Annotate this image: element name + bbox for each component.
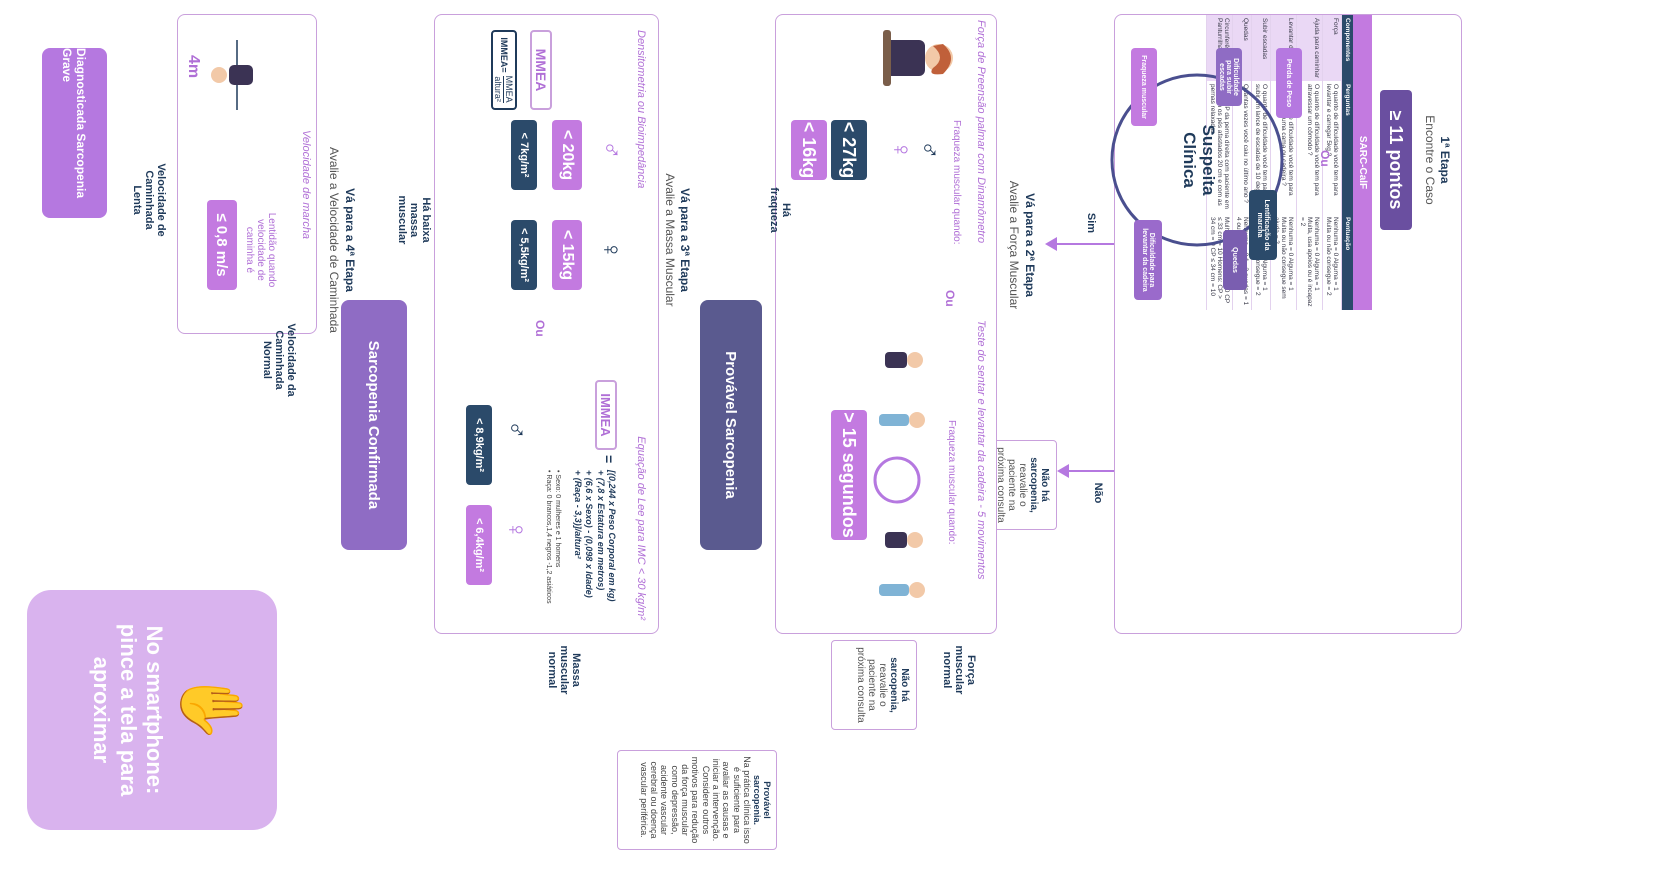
mmea-label: MMEA bbox=[530, 30, 552, 110]
no-sarcopenia-card-2: Não há sarcopenia, reavalie o paciente n… bbox=[831, 640, 917, 730]
connector-arrow bbox=[1057, 464, 1069, 478]
chair-weakness-label: Fraqueza muscular quando: bbox=[946, 420, 957, 545]
lee-male: < 8,9kg/m² bbox=[466, 405, 492, 485]
lee-line: [(0,244 x Peso Corporal em kg) bbox=[607, 470, 617, 602]
suspicion-node-weakness: Fraqueza muscular bbox=[1131, 48, 1157, 126]
grip-title: Força de Preensão palmar com Dinamômetro bbox=[975, 20, 987, 244]
mmea-female: < 15kg bbox=[552, 220, 582, 290]
probable-sarcopenia-box: Provável Sarcopenia bbox=[700, 300, 762, 550]
normal-mass-label: Massa muscular normal bbox=[545, 645, 582, 695]
male-symbol-icon: ♂ bbox=[915, 140, 945, 160]
male-symbol-icon: ♂ bbox=[597, 140, 627, 160]
female-symbol-icon: ♀ bbox=[502, 520, 532, 540]
lee-immea-label: IMMEA bbox=[595, 380, 617, 450]
suspicion-node-gait: Lentificação da marcha bbox=[1249, 190, 1277, 260]
step2-heading: Vá para a 2ª Etapa bbox=[1023, 193, 1037, 297]
suspicion-node-chair: Dificuldade para levantar da cadeira bbox=[1134, 220, 1162, 300]
pinch-icon: ✋ bbox=[178, 670, 245, 745]
lee-line: + (Raça - 3,3)]/altura² bbox=[573, 470, 584, 559]
normal-strength-label: Força muscular normal bbox=[940, 645, 977, 695]
no-sarcopenia-text: reavalie o paciente na próxima consulta bbox=[855, 647, 888, 723]
male-symbol-icon: ♂ bbox=[502, 420, 532, 440]
immea-frac-bottom: altura² bbox=[493, 76, 504, 102]
suspicion-center: Suspeita Clínica bbox=[1180, 124, 1218, 196]
woman-grip-figure bbox=[867, 18, 957, 98]
step2-or-label: Ou bbox=[943, 290, 957, 307]
slow-label: Lentidão quando velocidade de caminha é bbox=[244, 212, 277, 288]
slow-value: ≤ 0,8 m/s bbox=[207, 200, 237, 290]
connector bbox=[1066, 470, 1114, 472]
connector-arrow bbox=[1045, 237, 1057, 251]
lee-note: • Raça: 0 brancos,1,4 negros -1,2 asiáti… bbox=[544, 470, 552, 604]
connector bbox=[1054, 243, 1114, 245]
lee-note: • Sexo: 0 mulheres e 1 homens bbox=[554, 470, 561, 568]
grip-male-value: < 27kg bbox=[831, 120, 867, 180]
lee-eq: = bbox=[601, 455, 617, 464]
step4-subtitle: Avalie a Velocidade de Caminhada bbox=[327, 147, 341, 333]
step3-method: Densitometria ou Bioimpedância bbox=[635, 30, 647, 189]
mobile-hint-text: No smartphone: pince a tela para aproxim… bbox=[89, 623, 167, 797]
step3-heading: Vá para a 3ª Etapa bbox=[678, 188, 692, 292]
immea-frac-top: MMEA bbox=[503, 75, 515, 103]
step3-or-label: Ou bbox=[533, 320, 547, 337]
suspicion-node-weight-loss: Perda de Peso bbox=[1276, 48, 1302, 118]
probable-note: Provável sarcopenia. Na prática clínica … bbox=[617, 750, 777, 850]
normal-gait-label: Velocidade da Caminhada Normal bbox=[260, 323, 297, 397]
lee-line: + (7,8 x Estatura em metros) bbox=[595, 470, 606, 591]
female-symbol-icon: ♀ bbox=[597, 240, 627, 260]
has-weakness-label: Há fraqueza bbox=[767, 187, 792, 233]
step3-subtitle: Avalie a Massa Muscular bbox=[663, 173, 677, 307]
slow-result-label: Velocidade de Caminhada Lenta bbox=[130, 163, 167, 237]
yes-label: Sim bbox=[1085, 212, 1097, 234]
female-symbol-icon: ♀ bbox=[887, 140, 917, 160]
probable-note-bold: Provável sarcopenia. bbox=[752, 774, 772, 826]
lee-female: < 6,4kg/m² bbox=[466, 505, 492, 585]
immea-female: < 5,5kg/m² bbox=[511, 220, 537, 290]
mmea-male: < 20kg bbox=[552, 120, 582, 190]
immea-male: < 7kg/m² bbox=[511, 120, 537, 190]
low-mass-label: Há baixa massa muscular bbox=[395, 195, 432, 245]
distance-label: 4m bbox=[185, 55, 202, 79]
lee-notes: • Sexo: 0 mulheres e 1 homens • Raça: 0 … bbox=[544, 470, 562, 620]
chair-stand-figures bbox=[867, 330, 927, 610]
no-sarcopenia-text: reavalie o paciente na próxima consulta bbox=[995, 447, 1028, 523]
suspicion-node-falls: Quedas bbox=[1223, 230, 1247, 290]
lee-title: Equação de Lee para IMC < 30 kg/m² bbox=[635, 436, 647, 620]
immea-formula: IMMEA= MMEA altura² bbox=[491, 30, 517, 110]
severe-sarcopenia-box: Diagnosticada Sarcopenia Grave bbox=[42, 48, 107, 218]
gait-title: Velocidade de marcha bbox=[300, 130, 312, 240]
probable-note-text: Na prática clínica isso é suficiente par… bbox=[638, 756, 752, 844]
no-label: Não bbox=[1092, 482, 1104, 504]
walking-figure bbox=[207, 30, 277, 120]
chair-value: > 15 segundos bbox=[831, 410, 867, 540]
step4-heading: Vá para a 4ª Etapa bbox=[343, 188, 357, 292]
no-sarcopenia-bold: Não há sarcopenia, bbox=[1028, 457, 1050, 513]
no-sarcopenia-bold: Não há sarcopenia, bbox=[888, 657, 910, 713]
step2-subtitle: Avalie a Força Muscular bbox=[1007, 180, 1021, 310]
chair-title: Teste do sentar e levantar da cadeira - … bbox=[975, 320, 987, 580]
mobile-hint-card: ✋ No smartphone: pince a tela para aprox… bbox=[27, 590, 277, 830]
suspicion-node-stairs: Dificuldade para subir escadas bbox=[1216, 48, 1242, 106]
lee-line: + (6,6 x Sexo) - (0,098 x Idade) bbox=[584, 470, 595, 598]
lee-equation: [(0,244 x Peso Corporal em kg) + (7,8 x … bbox=[572, 470, 617, 620]
immea-formula-label: IMMEA= bbox=[499, 37, 509, 73]
grip-female-value: < 16kg bbox=[791, 120, 827, 180]
grip-weakness-label: Fraqueza muscular quando: bbox=[951, 120, 962, 245]
confirmed-sarcopenia-box: Sarcopenia Confirmada bbox=[341, 300, 407, 550]
